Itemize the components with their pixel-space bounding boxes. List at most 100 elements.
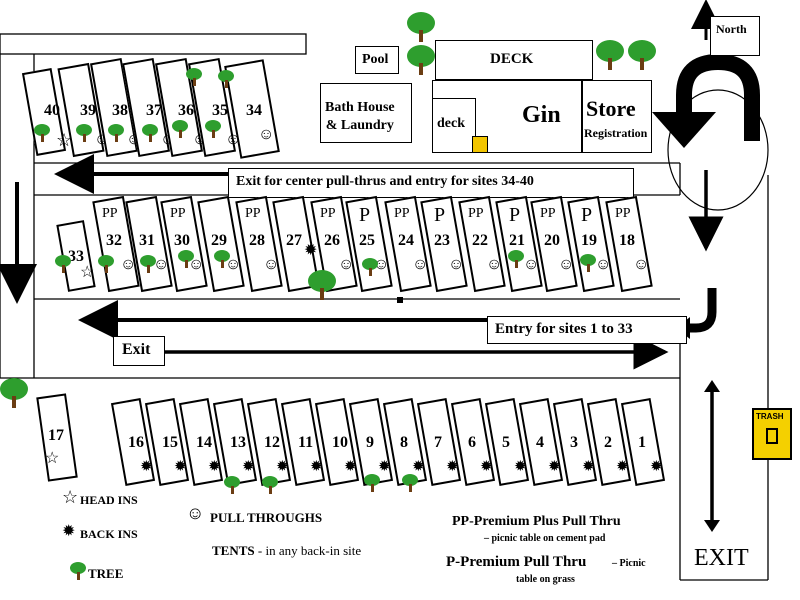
site-number: 16: [128, 434, 144, 451]
legend-tents: TENTS - in any back-in site: [212, 543, 361, 559]
site-number: 17: [48, 427, 64, 444]
site-number: 31: [139, 232, 155, 249]
site-number: 28: [249, 232, 265, 249]
pull-through-smiley-icon: ☺: [412, 256, 429, 273]
entry-label: Entry for sites 1 to 33: [495, 321, 633, 337]
legend-p-title: P-Premium Pull Thru: [446, 554, 587, 570]
back-in-sun-icon: ✹: [276, 459, 289, 475]
legend-star-icon: ☆: [62, 487, 79, 507]
site-number: 38: [112, 102, 128, 119]
small-deck: [432, 98, 476, 153]
site-number: 26: [324, 232, 340, 249]
legend-p-sub1: – Picnic: [612, 558, 646, 569]
pull-through-smiley-icon: ☺: [486, 256, 503, 273]
site-number: 39: [80, 102, 96, 119]
tree-icon: [402, 474, 418, 492]
tree-icon: [407, 45, 435, 75]
site-number: 20: [544, 232, 560, 249]
tree-icon: [205, 120, 221, 138]
site-number: 37: [146, 102, 162, 119]
site-number: 4: [536, 434, 544, 451]
site-number: 25: [359, 232, 375, 249]
store-label: Store: [586, 96, 636, 121]
site-number: 29: [211, 232, 227, 249]
back-in-sun-icon: ✹: [378, 459, 391, 475]
pull-through-smiley-icon: ☺: [263, 256, 280, 273]
site-number: 14: [196, 434, 212, 451]
pull-through-smiley-icon: ☺: [633, 256, 650, 273]
site-number: 34: [246, 102, 262, 119]
entry-box: [487, 316, 687, 344]
legend-tents-rest: - in any back-in site: [254, 543, 362, 558]
site-number: 3: [570, 434, 578, 451]
legend-p-sub2: table on grass: [516, 574, 575, 585]
legend-back-ins: BACK INS: [80, 527, 138, 541]
back-in-sun-icon: ✹: [140, 459, 153, 475]
premium-plus-tag: PP: [468, 206, 484, 221]
pull-through-smiley-icon: ☺: [448, 256, 465, 273]
legend-tents-bold: TENTS: [212, 543, 255, 558]
deck-top-label: DECK: [490, 51, 534, 67]
legend-tree: TREE: [88, 566, 124, 581]
deck-top: [435, 40, 593, 80]
legend-pull-throughs: PULL THROUGHS: [210, 510, 323, 525]
tree-icon: [0, 378, 28, 408]
tree-icon: [262, 476, 278, 494]
site-number: 11: [298, 434, 314, 451]
pool-label: Pool: [362, 52, 389, 67]
tree-icon: [508, 250, 524, 268]
tree-icon: [142, 124, 158, 142]
exit-center-label: Exit for center pull-thrus and entry for…: [236, 174, 534, 189]
back-in-sun-icon: ✹: [548, 459, 561, 475]
store-building: [582, 80, 652, 153]
premium-plus-tag: PP: [170, 206, 186, 221]
premium-plus-tag: PP: [615, 206, 631, 221]
back-in-sun-icon: ✹: [242, 459, 255, 475]
trash-bin: TRASH: [752, 408, 792, 460]
bath-house: [320, 83, 412, 143]
back-in-sun-icon: ✹: [412, 459, 425, 475]
tree-icon: [580, 254, 596, 272]
tree-icon: [214, 250, 230, 268]
pull-through-smiley-icon: ☺: [225, 256, 242, 273]
site-number: 8: [400, 434, 408, 451]
exit-box: [113, 336, 165, 366]
tree-icon: [108, 124, 124, 142]
pull-through-smiley-icon: ☺: [523, 256, 540, 273]
head-in-star-icon: ☆: [45, 450, 60, 467]
premium-plus-tag: PP: [320, 206, 336, 221]
site-number: 9: [366, 434, 374, 451]
tree-icon: [140, 255, 156, 273]
tree-icon: [224, 476, 240, 494]
legend-tree-icon: [70, 562, 86, 580]
premium-tag: P: [434, 204, 446, 226]
back-in-sun-icon: ✹: [310, 459, 323, 475]
site-number: 5: [502, 434, 510, 451]
tree-icon: [172, 120, 188, 138]
tree-icon: [407, 12, 435, 42]
back-in-sun-icon: ✹: [174, 459, 187, 475]
premium-tag: P: [509, 204, 521, 226]
tree-icon: [178, 250, 194, 268]
tree-icon: [308, 270, 336, 300]
pull-through-smiley-icon: ☺: [595, 256, 612, 273]
legend-pp-title: PP-Premium Plus Pull Thru: [452, 514, 621, 529]
tree-icon: [98, 255, 114, 273]
site-number: 6: [468, 434, 476, 451]
back-in-sun-icon: ✹: [344, 459, 357, 475]
site-number: 7: [434, 434, 442, 451]
trash-label: TRASH: [756, 412, 784, 421]
site-number: 18: [619, 232, 635, 249]
pull-through-smiley-icon: ☺: [188, 256, 205, 273]
premium-tag: P: [359, 204, 371, 226]
bath-house-label: Bath House & Laundry: [325, 100, 395, 133]
tree-icon: [34, 124, 50, 142]
pool-building: [355, 46, 399, 74]
back-in-sun-icon: ✹: [208, 459, 221, 475]
pull-through-smiley-icon: ☺: [338, 256, 355, 273]
exit-label: Exit: [122, 341, 151, 358]
tree-icon: [596, 40, 624, 70]
exit-center-box: [228, 168, 634, 198]
back-in-sun-icon: ✹: [650, 459, 663, 475]
